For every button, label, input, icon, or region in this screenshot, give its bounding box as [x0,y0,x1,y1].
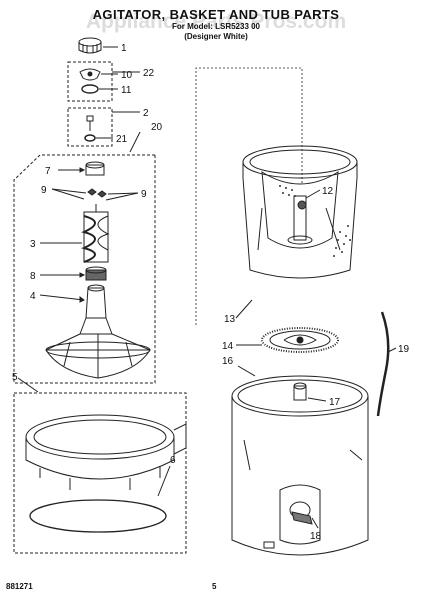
callout-4: 4 [30,291,36,302]
group-box-22 [67,61,113,102]
callout-11: 11 [121,85,132,96]
color-line: (Designer White) [184,32,248,41]
callout-2: 2 [143,108,149,119]
wash-basket-part [242,145,358,279]
callout-9-left: 9 [41,185,47,196]
callout-6: 6 [170,455,176,466]
callout-1: 1 [121,43,127,54]
callout-20: 20 [151,122,163,133]
callout-22: 22 [143,68,155,79]
washer-part [84,134,96,142]
model-line: For Model: LSR5233 00 [171,22,261,31]
leader-12-13 [195,67,303,325]
basket-hub-part [261,327,339,353]
outer-tub-part [231,375,369,556]
callout-19: 19 [398,344,410,355]
agitator-top-part [85,161,105,176]
cap-seal-part [79,68,101,81]
o-ring-part [81,84,99,94]
group-box-20 [13,154,156,384]
bolt-part [86,115,94,131]
callout-8: 8 [30,271,36,282]
callout-18: 18 [310,531,322,542]
callout-5: 5 [12,372,18,383]
callout-3: 3 [30,239,36,250]
group-box-5 [13,392,187,554]
callout-13: 13 [224,314,236,325]
tub-seal-part [29,499,167,533]
callout-7: 7 [45,166,51,177]
ratchet-part [85,266,107,281]
page-number: 5 [212,582,217,591]
agitator-auger-part [81,204,110,263]
callout-17: 17 [329,397,341,408]
tub-ring-part [25,414,187,490]
callout-16: 16 [222,356,234,367]
agitator-cap-part [78,37,102,54]
cam-parts [87,188,107,198]
watermark: Appliance Parts Pros.com [85,10,347,33]
callout-12: 12 [322,186,334,197]
agitator-base-part [45,284,151,379]
callout-21: 21 [116,134,128,145]
document-number: 881271 [6,582,33,591]
diagram-title: AGITATOR, BASKET AND TUB PARTS [92,7,340,22]
group-box-2 [67,107,113,147]
callout-9-right: 9 [141,189,147,200]
callout-10: 10 [121,70,133,81]
basket-perforations [279,185,351,257]
basket-nut-part [297,200,307,210]
hose-part [376,311,390,417]
callout-14: 14 [222,341,234,352]
